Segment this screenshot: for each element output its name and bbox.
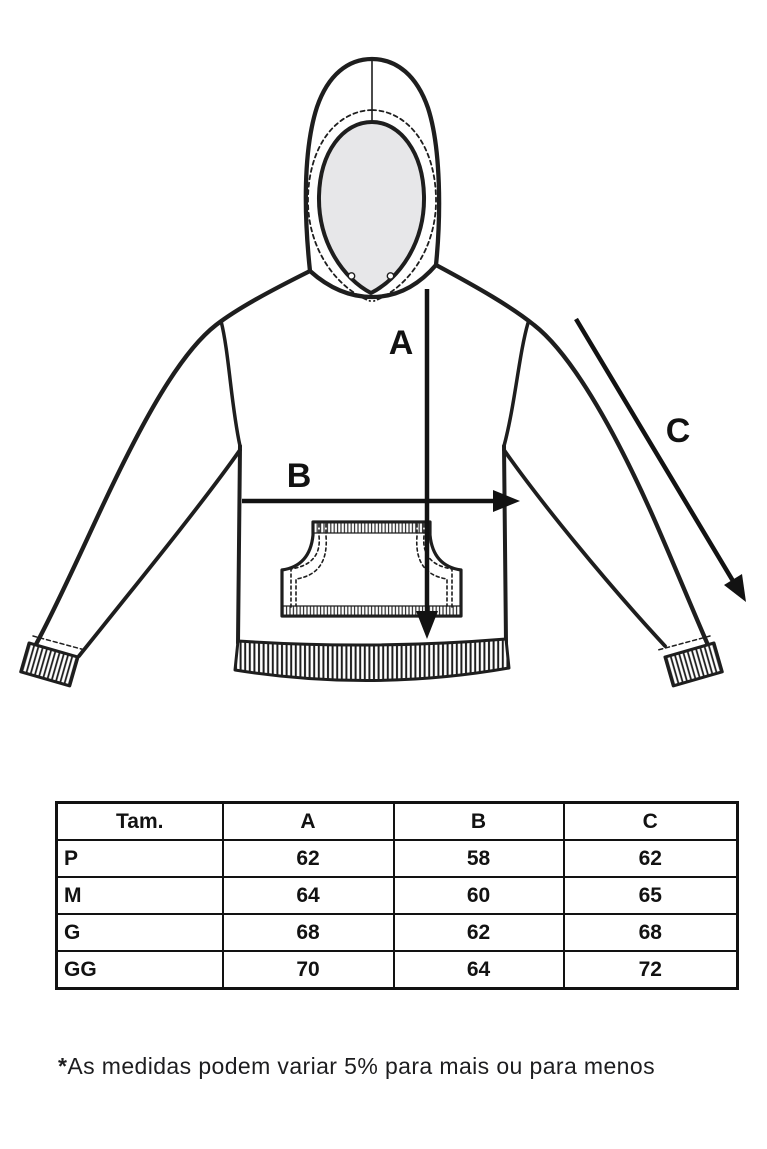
- table-header-b: B: [392, 801, 565, 841]
- footnote-asterisk: *: [58, 1053, 68, 1079]
- hoodie-technical-drawing: [19, 56, 724, 688]
- pocket-outline: [280, 520, 463, 618]
- table-header-tam: Tam.: [55, 801, 224, 841]
- value-a: 62: [221, 839, 395, 878]
- value-c: 68: [562, 913, 739, 952]
- size-diagram-svg: A B C: [19, 56, 746, 688]
- measurement-arrows: A B C: [242, 289, 746, 639]
- pocket-top-stitch-band: [313, 522, 430, 534]
- hood-neckline: [307, 262, 439, 300]
- hood-outline: [303, 56, 442, 274]
- value-c: 62: [562, 839, 739, 878]
- value-a: 68: [221, 913, 395, 952]
- measurement-label-c: C: [666, 412, 691, 450]
- table-header-c: C: [562, 801, 739, 841]
- body-outline: [236, 444, 508, 645]
- hem-ribbing: [233, 637, 511, 683]
- size-chart-table: Tam. A B C P 62 58 62 M 64 60 65 G 68 62…: [55, 801, 739, 990]
- measurement-label-b: B: [287, 457, 312, 495]
- table-header-row: Tam. A B C: [55, 801, 739, 841]
- arrow-b: [242, 490, 520, 512]
- hoodie-measurement-diagram: A B C: [19, 56, 746, 688]
- hood-opening: [316, 120, 427, 295]
- value-c: 65: [562, 876, 739, 915]
- size-label: GG: [55, 950, 224, 990]
- hood-stitch-line: [307, 109, 437, 302]
- left-sleeve: [19, 268, 313, 688]
- kangaroo-pocket: [280, 520, 463, 618]
- table-row-p: P 62 58 62: [55, 839, 739, 878]
- right-sleeve: [433, 262, 724, 688]
- measurement-disclaimer: *As medidas podem variar 5% para mais ou…: [58, 1053, 738, 1080]
- value-b: 62: [392, 913, 565, 952]
- arrow-a: [416, 289, 438, 639]
- value-a: 70: [221, 950, 395, 990]
- footnote-text: As medidas podem variar 5% para mais ou …: [67, 1053, 655, 1079]
- size-label: M: [55, 876, 224, 915]
- left-cuff-ribbing: [19, 641, 80, 688]
- measurement-label-a: A: [389, 324, 414, 362]
- hood: [303, 56, 442, 302]
- drawcord-eyelet-left: [347, 272, 356, 280]
- drawcord-eyelet-right: [386, 272, 395, 280]
- value-b: 58: [392, 839, 565, 878]
- value-c: 72: [562, 950, 739, 990]
- value-b: 64: [392, 950, 565, 990]
- right-cuff-ribbing: [663, 641, 724, 688]
- arrow-c: [574, 317, 746, 602]
- value-b: 60: [392, 876, 565, 915]
- table-row-m: M 64 60 65: [55, 876, 739, 915]
- table-row-gg: GG 70 64 72: [55, 950, 739, 990]
- size-label: G: [55, 913, 224, 952]
- size-label: P: [55, 839, 224, 878]
- left-armhole-seam: [219, 319, 242, 448]
- right-armhole-seam: [502, 321, 530, 448]
- table-row-g: G 68 62 68: [55, 913, 739, 952]
- pocket-stitching: [290, 523, 453, 611]
- table-header-a: A: [221, 801, 395, 841]
- value-a: 64: [221, 876, 395, 915]
